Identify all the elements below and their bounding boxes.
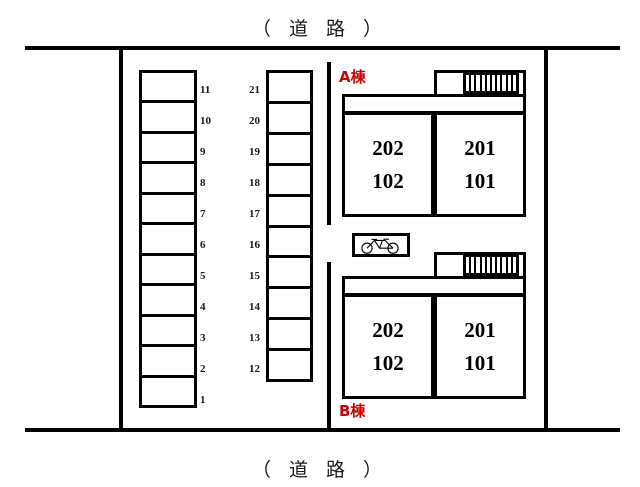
- parking-stall[interactable]: [269, 165, 310, 197]
- stair-tread: [502, 257, 508, 273]
- room-number-lower: 101: [464, 168, 496, 193]
- building-a-room-left[interactable]: 202 102: [342, 112, 434, 217]
- room-number-upper: 201: [464, 135, 496, 160]
- stall-number-7: 7: [200, 208, 206, 220]
- stair-tread: [482, 75, 487, 91]
- stall-number-19: 19: [249, 146, 260, 158]
- stair-tread: [487, 257, 493, 273]
- room-number-upper: 201: [464, 317, 496, 342]
- building-b-room-left[interactable]: 202 102: [342, 294, 434, 399]
- parking-stall[interactable]: [142, 103, 194, 134]
- stair-tread: [513, 257, 516, 273]
- stall-number-10: 10: [200, 115, 211, 127]
- stall-number-3: 3: [200, 332, 206, 344]
- stair-tread: [508, 257, 513, 273]
- bicycle-parking-area[interactable]: [352, 233, 410, 257]
- parking-stall[interactable]: [269, 320, 310, 352]
- parking-stall[interactable]: [142, 286, 194, 317]
- stall-number-4: 4: [200, 301, 206, 313]
- stall-number-20: 20: [249, 115, 260, 127]
- room-number-lower: 101: [464, 350, 496, 375]
- parking-stall[interactable]: [269, 351, 310, 380]
- parking-stall[interactable]: [142, 225, 194, 256]
- building-b-corridor: [342, 276, 526, 296]
- stair-tread: [513, 75, 516, 91]
- stair-tread: [508, 75, 513, 91]
- left-parking-column: [139, 70, 197, 408]
- site-boundary-top: [25, 46, 620, 50]
- stall-number-15: 15: [249, 270, 260, 282]
- stall-number-21: 21: [249, 84, 260, 96]
- room-number-upper: 202: [372, 135, 404, 160]
- parking-stall[interactable]: [269, 258, 310, 290]
- site-boundary-bottom: [25, 428, 620, 432]
- stall-number-9: 9: [200, 146, 206, 158]
- building-a-staircase: [463, 72, 519, 94]
- stall-number-12: 12: [249, 363, 260, 375]
- parking-stall[interactable]: [142, 133, 194, 165]
- stall-number-6: 6: [200, 239, 206, 251]
- room-number-lower: 102: [372, 168, 404, 193]
- stall-number-18: 18: [249, 177, 260, 189]
- room-number-lower: 102: [372, 350, 404, 375]
- stair-tread: [492, 75, 498, 91]
- building-b-label: B棟: [339, 402, 366, 420]
- site-boundary-right: [544, 46, 548, 432]
- stair-tread: [482, 257, 487, 273]
- stall-number-2: 2: [200, 363, 206, 375]
- parking-stall[interactable]: [142, 377, 194, 405]
- stall-number-17: 17: [249, 208, 260, 220]
- stair-tread: [487, 75, 493, 91]
- parking-stall[interactable]: [269, 196, 310, 228]
- stall-number-8: 8: [200, 177, 206, 189]
- building-a-room-right[interactable]: 201 101: [434, 112, 526, 217]
- stair-tread: [502, 75, 508, 91]
- stair-tread: [497, 75, 503, 91]
- parking-stall[interactable]: [269, 73, 310, 104]
- stall-number-1: 1: [200, 394, 206, 406]
- building-a-label: A棟: [339, 68, 366, 86]
- parking-stall[interactable]: [269, 134, 310, 166]
- parking-stall[interactable]: [142, 73, 194, 104]
- stair-tread: [476, 257, 482, 273]
- stall-number-11: 11: [200, 84, 211, 96]
- parking-stall[interactable]: [269, 289, 310, 321]
- bicycle-icon: [358, 237, 404, 254]
- site-boundary-left: [119, 46, 123, 432]
- parking-stall[interactable]: [269, 103, 310, 135]
- stair-tread: [466, 75, 472, 91]
- stair-tread: [466, 257, 472, 273]
- stair-tread: [492, 257, 498, 273]
- driveway-divider-upper: [327, 62, 331, 225]
- stair-tread: [471, 257, 477, 273]
- parking-stall[interactable]: [142, 164, 194, 195]
- stair-tread: [471, 75, 477, 91]
- road-label-top: （ 道 路 ）: [251, 18, 389, 40]
- stall-number-5: 5: [200, 270, 206, 282]
- parking-stall[interactable]: [142, 255, 194, 287]
- stall-number-16: 16: [249, 239, 260, 251]
- building-a-corridor: [342, 94, 526, 114]
- stall-number-14: 14: [249, 301, 260, 313]
- stall-number-13: 13: [249, 332, 260, 344]
- room-number-upper: 202: [372, 317, 404, 342]
- parking-stall[interactable]: [269, 227, 310, 259]
- stair-tread: [497, 257, 503, 273]
- parking-stall[interactable]: [142, 316, 194, 348]
- right-parking-column: [266, 70, 313, 382]
- parking-stall[interactable]: [142, 194, 194, 226]
- driveway-divider-lower: [327, 262, 331, 428]
- stair-tread: [476, 75, 482, 91]
- building-b-room-right[interactable]: 201 101: [434, 294, 526, 399]
- building-b-staircase: [463, 254, 519, 276]
- parking-stall[interactable]: [142, 347, 194, 378]
- road-label-bottom: （ 道 路 ）: [251, 459, 389, 481]
